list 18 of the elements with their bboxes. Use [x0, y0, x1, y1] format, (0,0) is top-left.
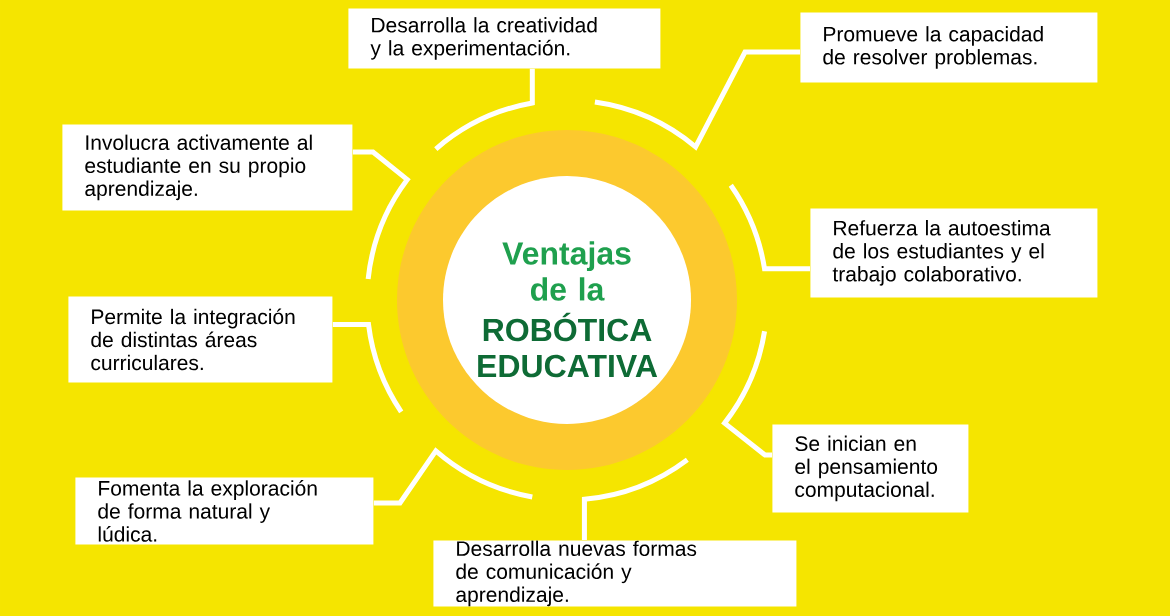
text-box: Involucra activamente al estudiante en su propio aprendizaje. — [62, 124, 353, 211]
title-text: ROBÓTICA EDUCATIVA — [478, 312, 658, 378]
connector-line — [352, 149, 410, 280]
text-box: Promueve la capacidad de resolver problemas. — [800, 12, 1098, 83]
connector-line — [332, 321, 404, 414]
text-box: Se inician en el pensamiento computacional. — [772, 424, 969, 513]
text-box: Desarrolla la creatividad y la experimentación. — [348, 8, 661, 69]
connector-line — [434, 68, 535, 151]
connector-line — [728, 183, 810, 272]
text-box: Refuerza la autoestima de los estudiantes y el trabajo colaborativo. — [810, 208, 1098, 298]
connector-line — [722, 330, 772, 458]
title-text: Ventajas de la — [502, 241, 631, 301]
text-box: Fomenta la exploración de forma natural y lúdica. — [75, 477, 374, 545]
connector-line — [373, 448, 533, 506]
connector-line — [581, 457, 689, 540]
connector-line — [594, 49, 800, 150]
text-box: Desarrolla nuevas formas de comunicación y aprendizaje. — [433, 540, 797, 607]
text-box: Permite la integración de distintas áreas curriculares. — [68, 296, 333, 383]
